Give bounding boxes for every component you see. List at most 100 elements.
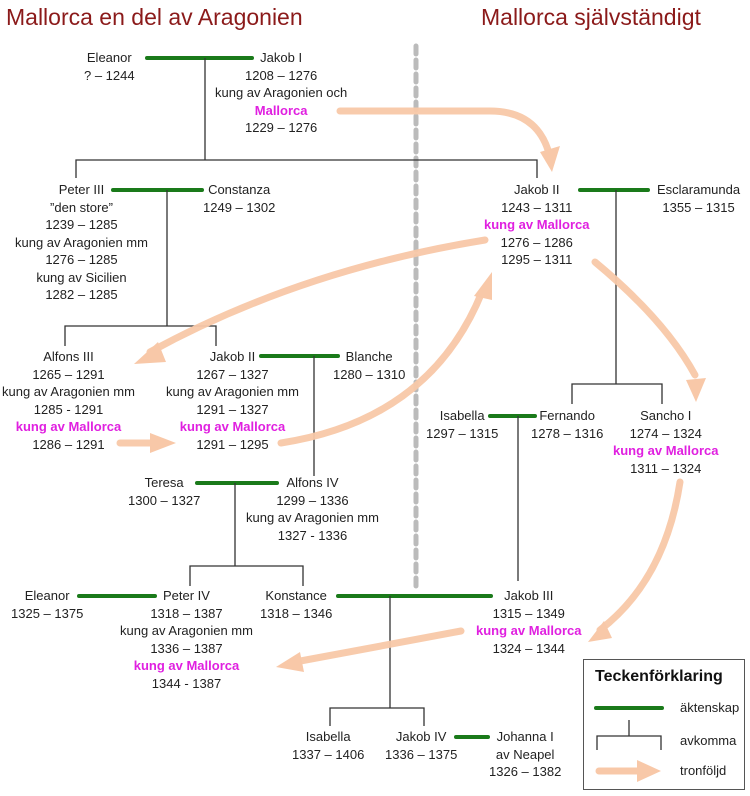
person-detail: 1249 – 1302 bbox=[203, 199, 276, 215]
person-jakob-ii-mallorca: Jakob II 1243 – 1311 kung av Mallorca 1276 … bbox=[484, 181, 589, 269]
person-detail: ”den store” bbox=[50, 199, 113, 215]
person-name: Jakob II bbox=[513, 182, 560, 197]
offspring-bracket bbox=[329, 596, 425, 726]
person-detail: 1297 – 1315 bbox=[426, 425, 499, 441]
person-name: Johanna I bbox=[496, 729, 554, 744]
person-name: Jakob IV bbox=[395, 729, 447, 744]
arrowhead bbox=[150, 433, 176, 453]
person-detail: 1311 – 1324 bbox=[630, 460, 702, 476]
person-konstance: Konstance 1318 – 1346 bbox=[260, 587, 332, 622]
succession-arrow bbox=[146, 236, 489, 356]
succession-arrow bbox=[291, 627, 465, 666]
person-detail: 1300 – 1327 bbox=[128, 492, 201, 508]
person-name: Peter III bbox=[58, 182, 105, 197]
legend-label-offspring: avkomma bbox=[680, 733, 737, 748]
mallorca-title: kung av Mallorca bbox=[484, 217, 590, 232]
marriage-lines bbox=[77, 56, 650, 739]
person-detail: 1337 – 1406 bbox=[292, 746, 365, 762]
person-detail: kung av Aragonien mm bbox=[166, 384, 299, 399]
person-detail: 1280 – 1310 bbox=[333, 366, 406, 382]
person-esclaramunda: Esclaramunda 1355 – 1315 bbox=[657, 181, 740, 216]
person-detail: 1325 – 1375 bbox=[11, 605, 84, 621]
arrowhead bbox=[588, 621, 612, 642]
arrowhead bbox=[134, 342, 166, 364]
person-detail: 1327 - 1336 bbox=[277, 527, 348, 543]
person-name: Jakob III bbox=[504, 588, 554, 603]
person-detail: kung av Aragonien mm bbox=[246, 510, 379, 525]
person-name: Constanza bbox=[208, 182, 271, 197]
person-name: Konstance bbox=[265, 588, 327, 603]
person-detail: av Neapel bbox=[495, 746, 555, 762]
person-detail: 1229 – 1276 bbox=[244, 120, 318, 135]
offspring-lines bbox=[64, 58, 663, 726]
title-aragon-era: Mallorca en del av Aragonien bbox=[6, 4, 303, 30]
person-detail: kung av Aragonien mm bbox=[120, 623, 253, 638]
offspring-bracket bbox=[571, 190, 663, 404]
person-name: Esclaramunda bbox=[657, 182, 741, 197]
person-detail: kung av Aragonien mm bbox=[2, 384, 135, 399]
person-detail: 1274 – 1324 bbox=[629, 425, 702, 441]
arrowhead bbox=[686, 378, 706, 402]
legend-label-marriage: äktenskap bbox=[680, 700, 740, 715]
person-detail: 1315 – 1349 bbox=[492, 605, 565, 621]
person-detail: 1318 – 1346 bbox=[260, 605, 333, 621]
person-name: Fernando bbox=[539, 408, 595, 423]
person-detail: 1336 – 1387 bbox=[150, 640, 223, 656]
person-alfons-iv: Alfons IV 1299 – 1336 kung av Aragonien mm… bbox=[246, 474, 379, 544]
mallorca-title: kung av Mallorca bbox=[476, 623, 582, 638]
person-name: Sancho I bbox=[640, 408, 692, 423]
person-isabella-1: Isabella 1297 – 1315 bbox=[426, 407, 498, 442]
legend: Teckenförklaring äktenskap avkomma tronf… bbox=[583, 659, 745, 790]
person-name: Isabella bbox=[439, 408, 485, 423]
person-name: Teresa bbox=[144, 475, 184, 490]
person-detail: 1267 – 1327 bbox=[196, 366, 269, 382]
person-detail: 1318 – 1387 bbox=[150, 605, 223, 621]
succession-arrow bbox=[336, 107, 552, 154]
person-detail: kung av Sicilien bbox=[36, 269, 127, 285]
offspring-bracket bbox=[64, 190, 217, 346]
person-detail: 1282 – 1285 bbox=[45, 287, 118, 302]
person-eleanor-1: Eleanor ? – 1244 bbox=[84, 49, 135, 84]
person-detail: 1276 – 1286 bbox=[500, 234, 573, 250]
person-detail: 1286 – 1291 bbox=[32, 436, 105, 452]
person-detail: 1295 – 1311 bbox=[501, 252, 573, 267]
person-detail: 1243 – 1311 bbox=[501, 199, 573, 215]
person-detail: 1355 – 1315 bbox=[662, 199, 735, 215]
person-detail: 1299 – 1336 bbox=[276, 492, 349, 508]
person-name: Alfons IV bbox=[286, 475, 339, 490]
person-detail: 1208 – 1276 bbox=[244, 67, 318, 83]
person-detail: 1344 - 1387 bbox=[151, 675, 222, 691]
person-teresa: Teresa 1300 – 1327 bbox=[128, 474, 200, 509]
person-jakob-iv: Jakob IV 1336 – 1375 bbox=[385, 728, 457, 763]
person-detail: 1239 – 1285 bbox=[45, 217, 118, 232]
mallorca-title: kung av Mallorca bbox=[179, 419, 286, 434]
offspring-bracket bbox=[189, 483, 304, 586]
person-name: Alfons III bbox=[43, 349, 94, 364]
person-detail: ? – 1244 bbox=[84, 67, 135, 83]
person-detail: 1324 – 1344 bbox=[492, 640, 565, 656]
person-sancho-i: Sancho I 1274 – 1324 kung av Mallorca 1311 … bbox=[613, 407, 718, 477]
mallorca-title: kung av Mallorca bbox=[613, 443, 719, 458]
person-name: Jakob II bbox=[209, 349, 256, 364]
mallorca-title: kung av Mallorca bbox=[15, 419, 122, 434]
legend-symbols bbox=[594, 706, 664, 782]
person-detail: 1336 – 1375 bbox=[385, 746, 458, 762]
person-name: Eleanor bbox=[86, 50, 132, 65]
mallorca-title: Mallorca bbox=[254, 102, 308, 118]
succession-arrow bbox=[591, 258, 699, 379]
arrowhead bbox=[276, 652, 304, 672]
person-jakob-iii: Jakob III 1315 – 1349 kung av Mallorca 1324… bbox=[476, 587, 581, 657]
mallorca-title: kung av Mallorca bbox=[133, 658, 240, 673]
person-detail: 1265 – 1291 bbox=[32, 366, 105, 382]
succession-arrowhead-symbol bbox=[637, 760, 661, 782]
